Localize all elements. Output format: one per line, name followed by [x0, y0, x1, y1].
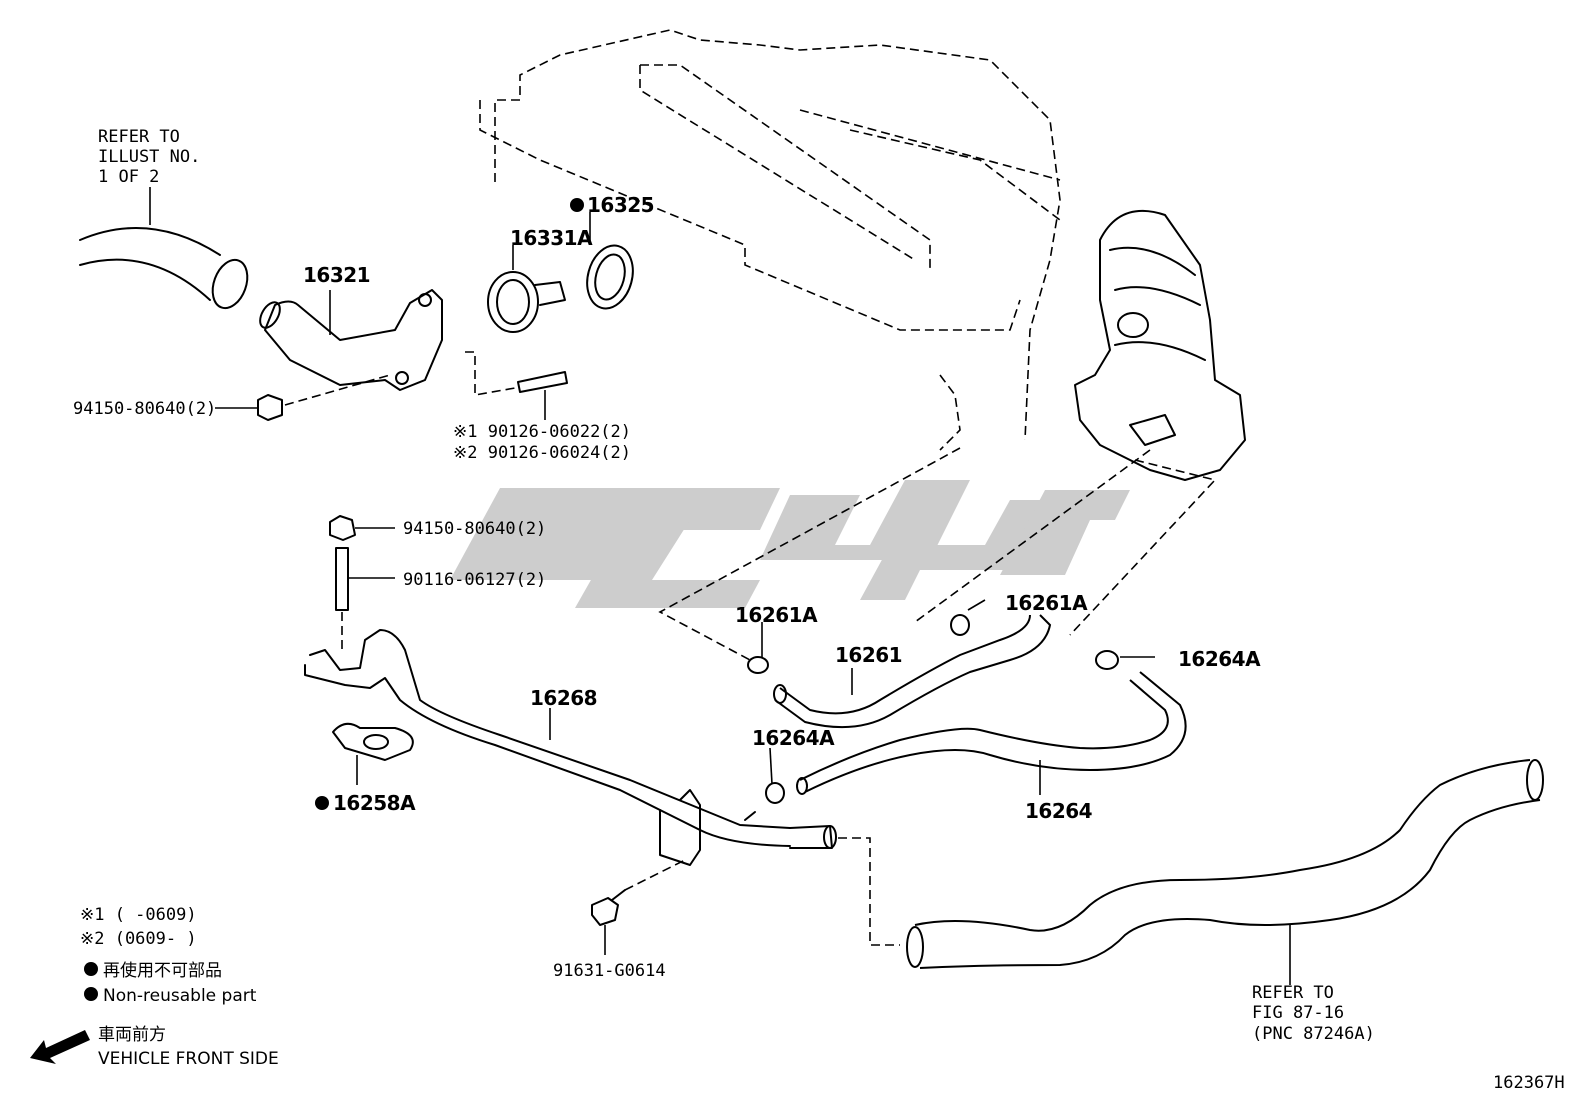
label-90126-2: ※2 90126-06024(2)	[453, 443, 631, 463]
figure-code: 162367H	[1493, 1073, 1565, 1093]
gasket-16258A	[332, 722, 414, 785]
legend-front-jp: 車両前方	[98, 1025, 166, 1045]
upper-hose	[79, 187, 249, 310]
guide-line-16261A	[658, 447, 961, 661]
water-outlet-16321	[259, 289, 443, 391]
refer-illust-line1: REFER TO	[98, 127, 180, 147]
bullet-dot-icon	[84, 962, 98, 976]
refer-illust-line2: ILLUST NO.	[98, 147, 200, 167]
legend-front-en: VEHICLE FRONT SIDE	[98, 1049, 279, 1069]
label-16264A-left: 16264A	[752, 726, 835, 750]
label-90116: 90116-06127(2)	[403, 570, 546, 590]
label-16331A: 16331A	[510, 226, 593, 250]
pipe-bracket	[659, 789, 756, 866]
label-16261: 16261	[835, 643, 902, 667]
refer-fig-line1: REFER TO	[1252, 983, 1334, 1003]
engine-outline	[479, 29, 1061, 451]
legend-note2: ※2 (0609- )	[80, 929, 197, 949]
label-16264: 16264	[1025, 799, 1092, 823]
legend-nonreuse-en: Non-reusable part	[103, 986, 257, 1006]
label-16264A-right: 16264A	[1178, 647, 1261, 671]
bullet-dot-icon	[84, 987, 98, 1001]
label-16321: 16321	[303, 263, 370, 287]
label-91631: 91631-G0614	[553, 961, 666, 981]
label-16261A-right: 16261A	[1005, 591, 1088, 615]
clamp-16261A-right	[950, 599, 986, 636]
hose-16264	[796, 671, 1187, 795]
stud-90116	[335, 547, 395, 650]
bolt-91631	[591, 859, 686, 955]
clamp-16264A-left	[765, 747, 785, 804]
clamp-16261A-left	[747, 622, 769, 674]
hose-16261	[773, 614, 1052, 729]
nut-94150-lower	[329, 515, 395, 541]
legend-note1: ※1 ( -0609)	[80, 905, 197, 925]
label-16268: 16268	[530, 686, 597, 710]
guide-line-lower-hose	[838, 837, 900, 946]
label-94150-upper: 94150-80640(2)	[73, 399, 216, 419]
watermark-logo	[450, 480, 1130, 608]
bullet-dot-icon	[570, 198, 584, 212]
refer-fig-line2: FIG 87-16	[1252, 1003, 1344, 1023]
clamp-16264A-right	[1095, 650, 1155, 670]
legend-nonreuse-jp: 再使用不可部品	[103, 960, 222, 981]
nut-94150-upper	[215, 374, 391, 421]
stud-90126	[465, 351, 568, 420]
label-16325: 16325	[587, 193, 654, 217]
pipe-16268	[304, 629, 837, 849]
label-90126-1: ※1 90126-06022(2)	[453, 422, 631, 442]
thermostat-16331A	[487, 245, 566, 333]
label-16258A: 16258A	[333, 791, 416, 815]
label-16261A-left: 16261A	[735, 603, 818, 627]
refer-illust-line3: 1 OF 2	[98, 167, 159, 187]
label-94150-lower: 94150-80640(2)	[403, 519, 546, 539]
bullet-dot-icon	[315, 796, 329, 810]
lower-hose	[906, 759, 1544, 985]
refer-fig-line3: (PNC 87246A)	[1252, 1024, 1375, 1044]
front-arrow-icon	[30, 1030, 90, 1064]
gasket-16325	[586, 212, 634, 310]
water-pump-assembly	[914, 209, 1246, 636]
